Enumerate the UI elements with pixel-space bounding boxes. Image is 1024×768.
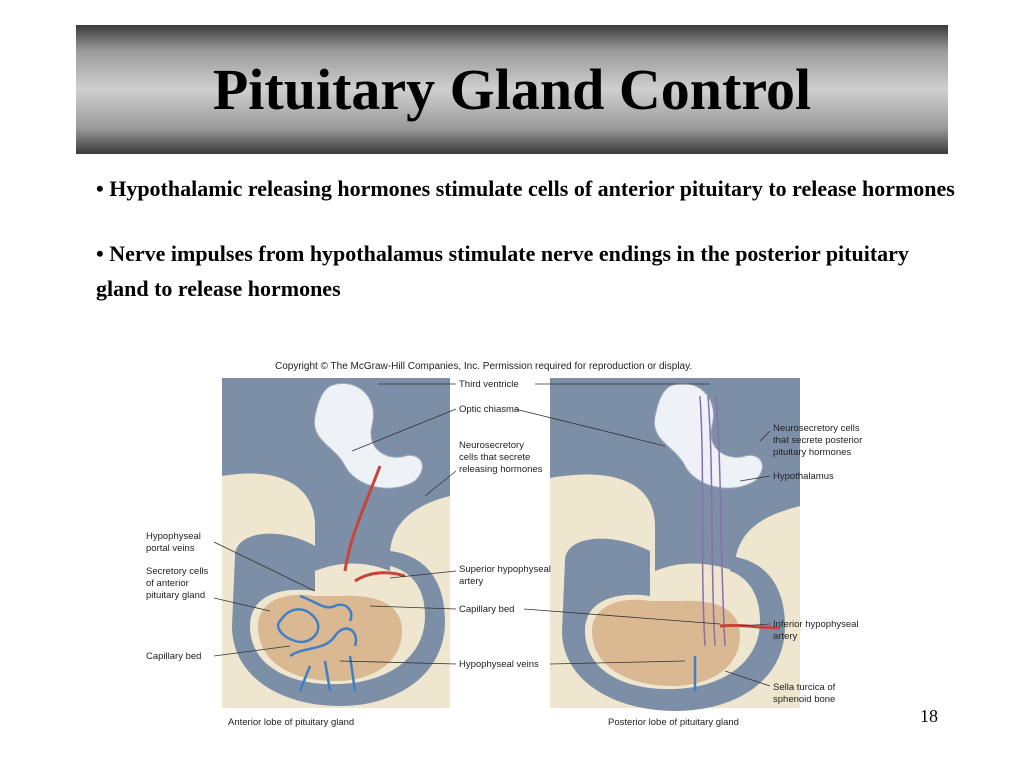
label-neurosecretory-posterior: Neurosecretory cells that secrete poster… <box>773 423 865 458</box>
neurosecretory-axon <box>343 465 382 572</box>
label-secretory-cells: Secretory cells of anterior pituitary gl… <box>146 566 211 601</box>
label-capillary-bed-left: Capillary bed <box>146 651 201 662</box>
diagram-labels: Third ventricle Optic chiasma Neurosecre… <box>146 379 865 728</box>
label-hypophyseal-veins: Hypophyseal veins <box>459 659 539 670</box>
label-hypophyseal-portal-veins: Hypophyseal portal veins <box>146 531 204 554</box>
label-superior-hypophyseal-artery: Superior hypophyseal artery <box>459 564 554 587</box>
anterior-gland <box>258 594 402 681</box>
slide-title: Pituitary Gland Control <box>212 57 812 122</box>
posterior-gland <box>592 599 740 686</box>
leader-lines <box>213 383 771 687</box>
label-posterior-lobe: Posterior lobe of pituitary gland <box>608 717 739 728</box>
nerve-fibers <box>699 395 726 647</box>
brain-tissue <box>550 378 800 571</box>
optic-chiasma-shape <box>653 382 763 489</box>
label-anterior-lobe: Anterior lobe of pituitary gland <box>228 717 354 728</box>
bullet-item: • Hypothalamic releasing hormones stimul… <box>96 176 955 201</box>
label-sella-turcica: Sella turcica of sphenoid bone <box>773 682 838 705</box>
pituitary-diagram: Copyright © The McGraw-Hill Companies, I… <box>140 356 900 736</box>
title-bar: Pituitary Gland Control <box>76 25 948 154</box>
anterior-panel <box>222 378 450 708</box>
copyright-notice: Copyright © The McGraw-Hill Companies, I… <box>275 361 692 372</box>
inferior-artery <box>719 623 781 630</box>
brain-tissue <box>222 378 450 571</box>
posterior-panel <box>550 378 800 711</box>
label-capillary-bed-center: Capillary bed <box>459 604 514 615</box>
optic-chiasma-shape <box>313 382 423 489</box>
pituitary-illustration: Copyright © The McGraw-Hill Companies, I… <box>146 361 865 728</box>
label-hypothalamus: Hypothalamus <box>773 471 834 482</box>
bullet-item: • Nerve impulses from hypothalamus stimu… <box>96 241 909 301</box>
page-number: 18 <box>920 706 938 726</box>
superior-artery <box>354 571 406 583</box>
label-optic-chiasma: Optic chiasma <box>459 404 520 415</box>
portal-vessels <box>276 594 358 692</box>
bullet-list: • Hypothalamic releasing hormones stimul… <box>96 171 966 336</box>
label-neurosecretory-releasing: Neurosecretory cells that secrete releas… <box>459 440 543 475</box>
label-third-ventricle: Third ventricle <box>459 379 519 390</box>
label-inferior-hypophyseal-artery: Inferior hypophyseal artery <box>773 619 861 642</box>
sella-layer <box>562 538 785 711</box>
